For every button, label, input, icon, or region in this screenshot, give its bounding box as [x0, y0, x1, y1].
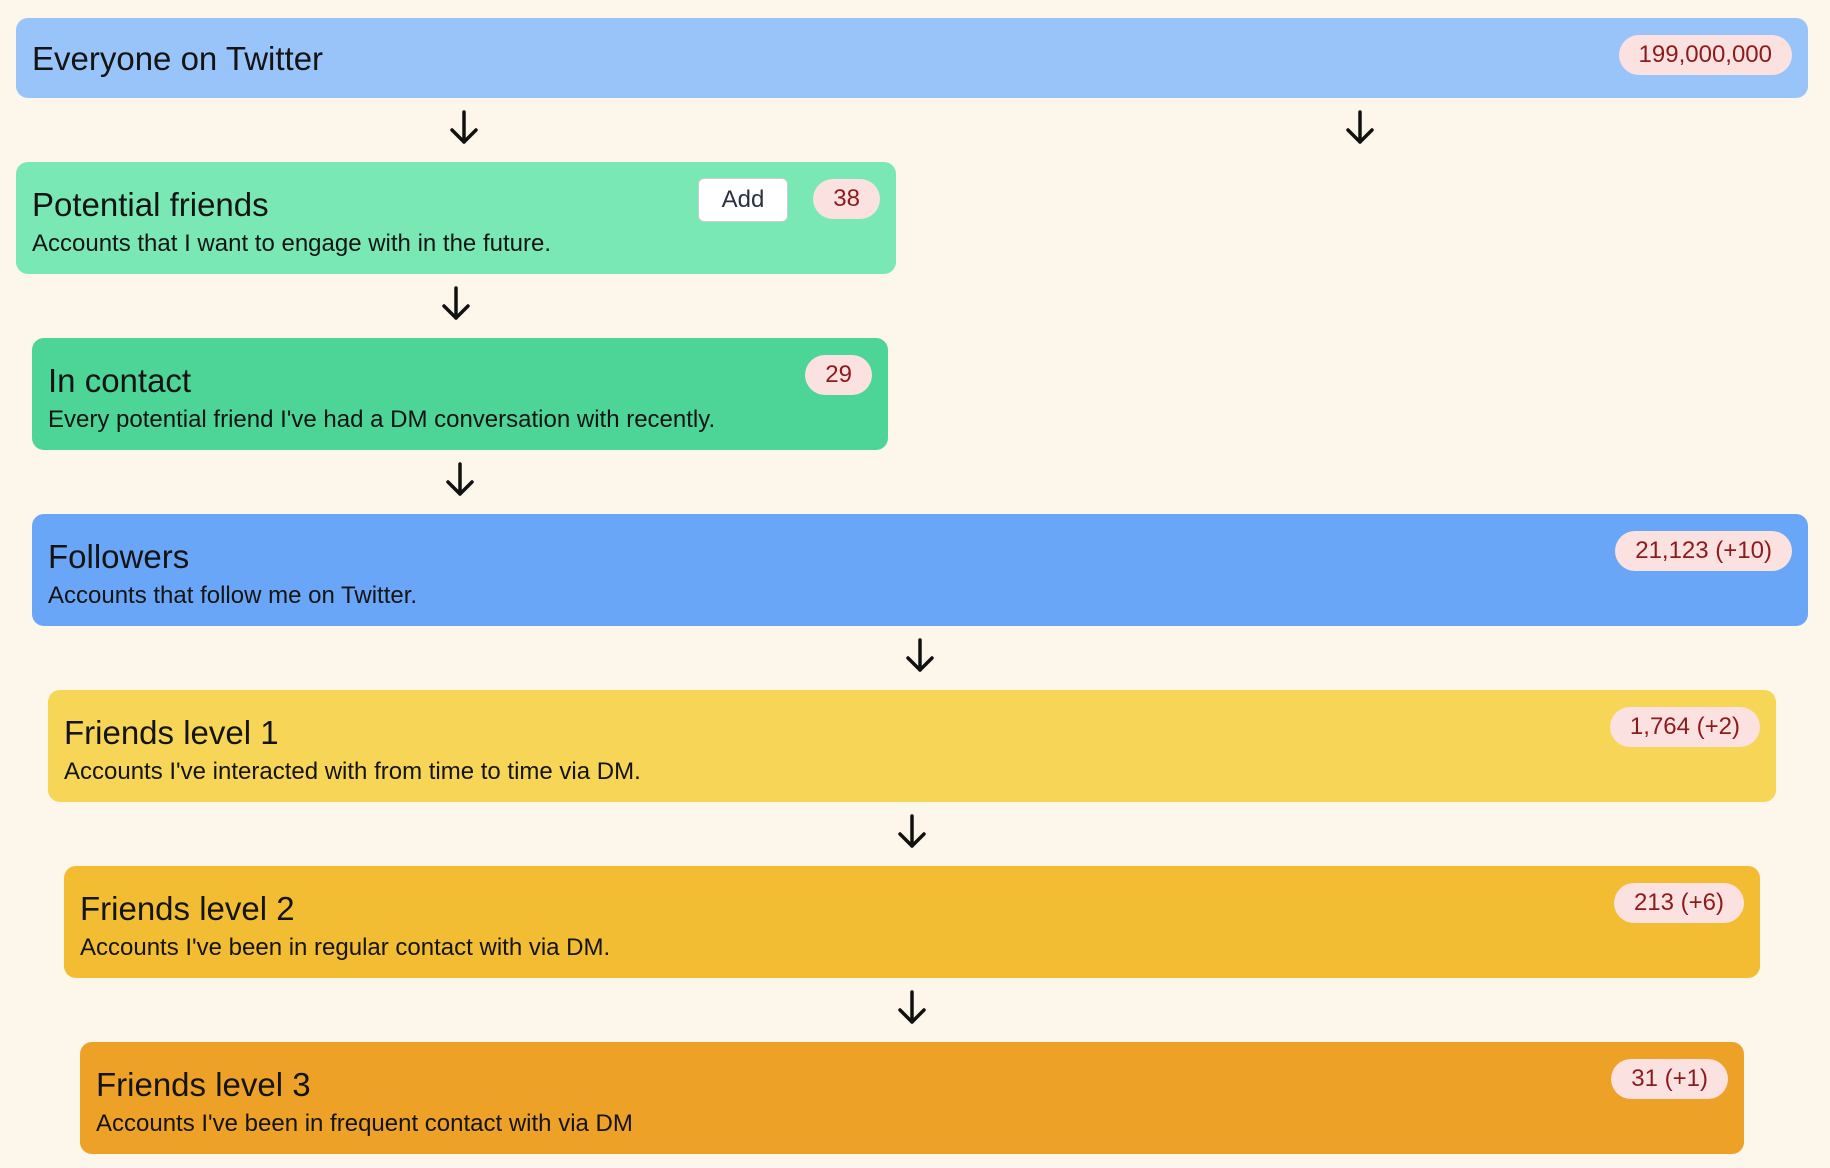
count-badge: 21,123 (+10)	[1615, 531, 1792, 571]
stage-description: Accounts I've interacted with from time …	[64, 758, 641, 785]
stage-friends-level-3-card: Friends level 3 Accounts I've been in fr…	[80, 1042, 1744, 1154]
arrow-down-icon	[1342, 108, 1378, 148]
count-badge: 199,000,000	[1618, 35, 1792, 75]
stage-friends-level-2-card: Friends level 2 Accounts I've been in re…	[64, 866, 1760, 978]
arrow-down-icon	[438, 284, 474, 324]
stage-title: Friends level 1	[64, 714, 279, 751]
count-badge: 1,764 (+2)	[1609, 707, 1760, 747]
stage-title: In contact	[48, 362, 192, 399]
arrow-down-icon	[894, 988, 930, 1028]
stage-title: Potential friends	[32, 186, 269, 223]
arrow-down-icon	[894, 812, 930, 852]
stage-description: Accounts that follow me on Twitter.	[48, 582, 418, 609]
stage-description: Accounts that I want to engage with in t…	[32, 230, 551, 257]
stage-title: Friends level 3	[96, 1066, 311, 1103]
arrow-down-icon	[442, 460, 478, 500]
count-badge: 29	[805, 355, 872, 395]
arrow-down-icon	[902, 636, 938, 676]
stage-friends-level-1-card: Friends level 1 Accounts I've interacted…	[48, 690, 1776, 802]
stage-description: Accounts I've been in frequent contact w…	[96, 1110, 633, 1137]
stage-potential-friends-card: Potential friends Accounts that I want t…	[16, 162, 896, 274]
count-badge: 213 (+6)	[1613, 883, 1744, 923]
count-badge: 31 (+1)	[1611, 1059, 1728, 1099]
stage-title: Everyone on Twitter	[32, 40, 324, 77]
add-button[interactable]: Add	[698, 178, 788, 222]
stage-title: Followers	[48, 538, 190, 575]
stage-description: Accounts I've been in regular contact wi…	[80, 934, 611, 961]
stage-title: Friends level 2	[80, 890, 295, 927]
count-badge: 38	[813, 179, 880, 219]
stage-followers-card: Followers Accounts that follow me on Twi…	[32, 514, 1808, 626]
stage-everyone-card: Everyone on Twitter 199,000,000	[16, 18, 1808, 98]
stage-in-contact-card: In contact Every potential friend I've h…	[32, 338, 888, 450]
stage-description: Every potential friend I've had a DM con…	[48, 406, 716, 433]
arrow-down-icon	[446, 108, 482, 148]
